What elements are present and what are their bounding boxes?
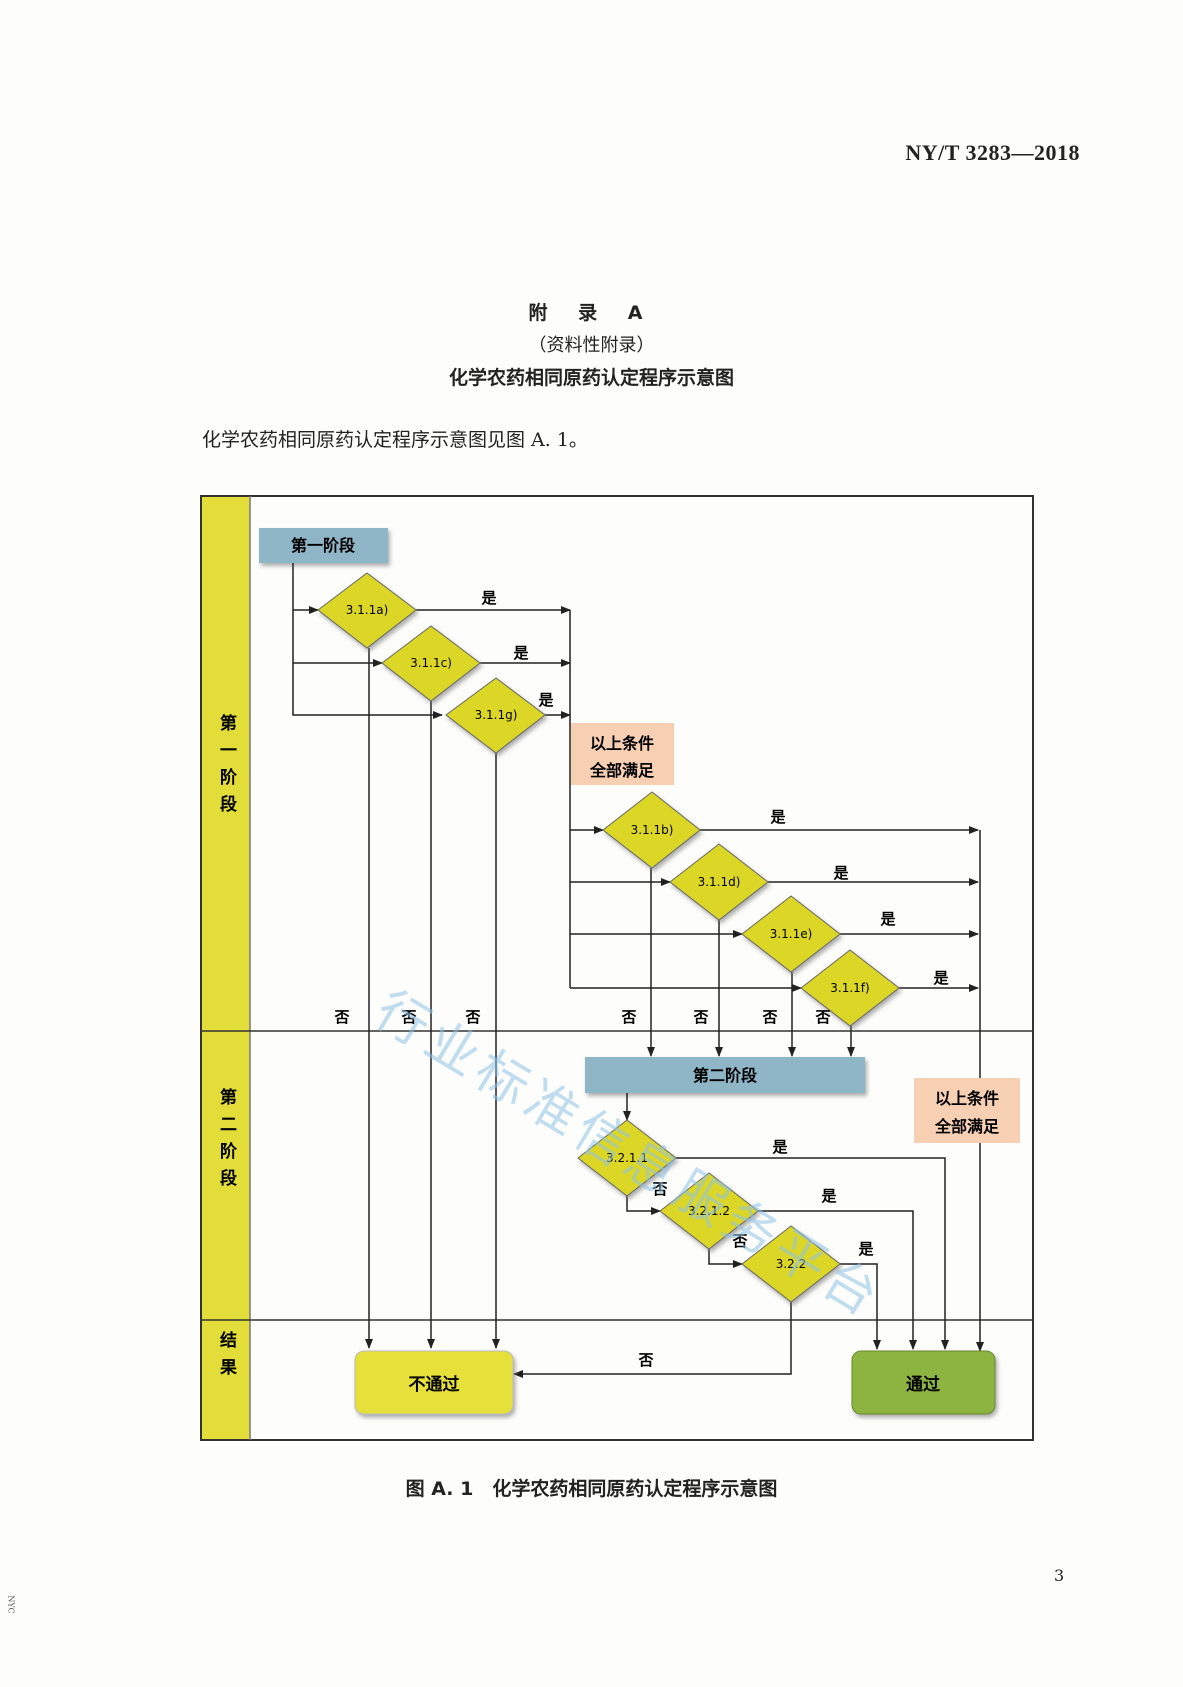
lane-strip bbox=[202, 497, 250, 1439]
lane-label-result: 结果 bbox=[216, 1330, 237, 1385]
no-label-2: 否 bbox=[400, 1008, 416, 1026]
no-label-3: 否 bbox=[464, 1008, 480, 1026]
standard-code: NY/T 3283—2018 bbox=[905, 140, 1080, 165]
appendix-heading: 化学农药相同原药认定程序示意图 bbox=[448, 367, 734, 389]
decision-3-1-1c-label: 3.1.1c) bbox=[410, 656, 452, 670]
decision-3-2-1-2 bbox=[659, 1172, 759, 1250]
flowchart-frame bbox=[200, 495, 1034, 1441]
decision-3-1-1b-label: 3.1.1b) bbox=[631, 823, 674, 837]
yes-label-5: 是 bbox=[832, 864, 849, 882]
decision-3-2-1-1 bbox=[577, 1119, 677, 1197]
lane-label-stage1: 第一阶段 bbox=[216, 713, 237, 822]
no-label-6: 否 bbox=[761, 1008, 777, 1026]
no-label-8: 否 bbox=[651, 1180, 667, 1198]
pass-box bbox=[851, 1350, 996, 1415]
note2-line1: 以上条件 bbox=[935, 1089, 999, 1108]
no-label-10: 否 bbox=[637, 1351, 653, 1369]
intro-paragraph: 化学农药相同原药认定程序示意图见图 A. 1。 bbox=[202, 429, 588, 451]
note1-line1: 以上条件 bbox=[590, 734, 654, 753]
yes-label-7: 是 bbox=[932, 969, 949, 987]
no-label-9: 否 bbox=[731, 1232, 747, 1250]
fail-box-label: 不通过 bbox=[409, 1375, 460, 1395]
decision-3-2-2-label: 3.2.2 bbox=[776, 1257, 807, 1271]
yes-label-3: 是 bbox=[537, 691, 554, 709]
decision-3-2-1-2-label: 3.2.1.2 bbox=[688, 1204, 730, 1218]
stage2-box-label: 第二阶段 bbox=[693, 1066, 758, 1085]
figure-caption: 图 A. 1 化学农药相同原药认定程序示意图 bbox=[405, 1478, 778, 1500]
note1-line2: 全部满足 bbox=[589, 761, 655, 780]
appendix-subtitle: （资料性附录） bbox=[528, 335, 655, 356]
appendix-title: 附 录 A bbox=[528, 302, 655, 324]
decision-3-1-1d-label: 3.1.1d) bbox=[698, 875, 741, 889]
decision-3-2-1-1-label: 3.2.1.1 bbox=[606, 1151, 648, 1165]
decision-3-1-1a-label: 3.1.1a) bbox=[346, 603, 389, 617]
no-label-5: 否 bbox=[692, 1008, 708, 1026]
decision-3-1-1f-label: 3.1.1f) bbox=[830, 981, 869, 995]
stage1-box-label: 第一阶段 bbox=[291, 536, 356, 555]
no-label-4: 否 bbox=[620, 1008, 636, 1026]
page-number: 3 bbox=[1054, 1566, 1065, 1585]
fail-box bbox=[354, 1350, 514, 1415]
yes-label-2: 是 bbox=[512, 644, 529, 662]
yes-label-4: 是 bbox=[769, 808, 786, 826]
decision-3-1-1g bbox=[445, 677, 546, 754]
yes-label-9: 是 bbox=[820, 1187, 837, 1205]
decision-3-1-1d bbox=[669, 843, 769, 921]
lane-label-stage2: 第二阶段 bbox=[216, 1087, 237, 1196]
margin-mark: NYC bbox=[6, 1595, 16, 1614]
decision-3-1-1a bbox=[317, 572, 417, 649]
all-conditions-met-note-2 bbox=[914, 1078, 1020, 1143]
yes-label-6: 是 bbox=[879, 910, 896, 928]
decision-3-1-1g-label: 3.1.1g) bbox=[475, 708, 518, 722]
yes-label-10: 是 bbox=[857, 1240, 874, 1258]
stage1-box bbox=[259, 528, 388, 563]
no-label-7: 否 bbox=[814, 1008, 830, 1026]
watermark: 行业标准信息服务平台 bbox=[365, 980, 893, 1330]
decision-3-1-1e-label: 3.1.1e) bbox=[770, 927, 813, 941]
note2-line2: 全部满足 bbox=[934, 1117, 1000, 1136]
decision-3-1-1c bbox=[381, 625, 481, 702]
no-label-1: 否 bbox=[333, 1008, 349, 1026]
yes-label-1: 是 bbox=[480, 589, 497, 607]
yes-label-8: 是 bbox=[771, 1138, 788, 1156]
all-conditions-met-note-1 bbox=[571, 723, 674, 785]
decision-3-2-2 bbox=[741, 1225, 841, 1303]
decision-3-1-1f bbox=[800, 949, 900, 1027]
stage2-box bbox=[585, 1057, 865, 1093]
decision-3-1-1e bbox=[741, 895, 841, 973]
decision-3-1-1b bbox=[602, 791, 701, 869]
pass-box-label: 通过 bbox=[906, 1375, 940, 1395]
